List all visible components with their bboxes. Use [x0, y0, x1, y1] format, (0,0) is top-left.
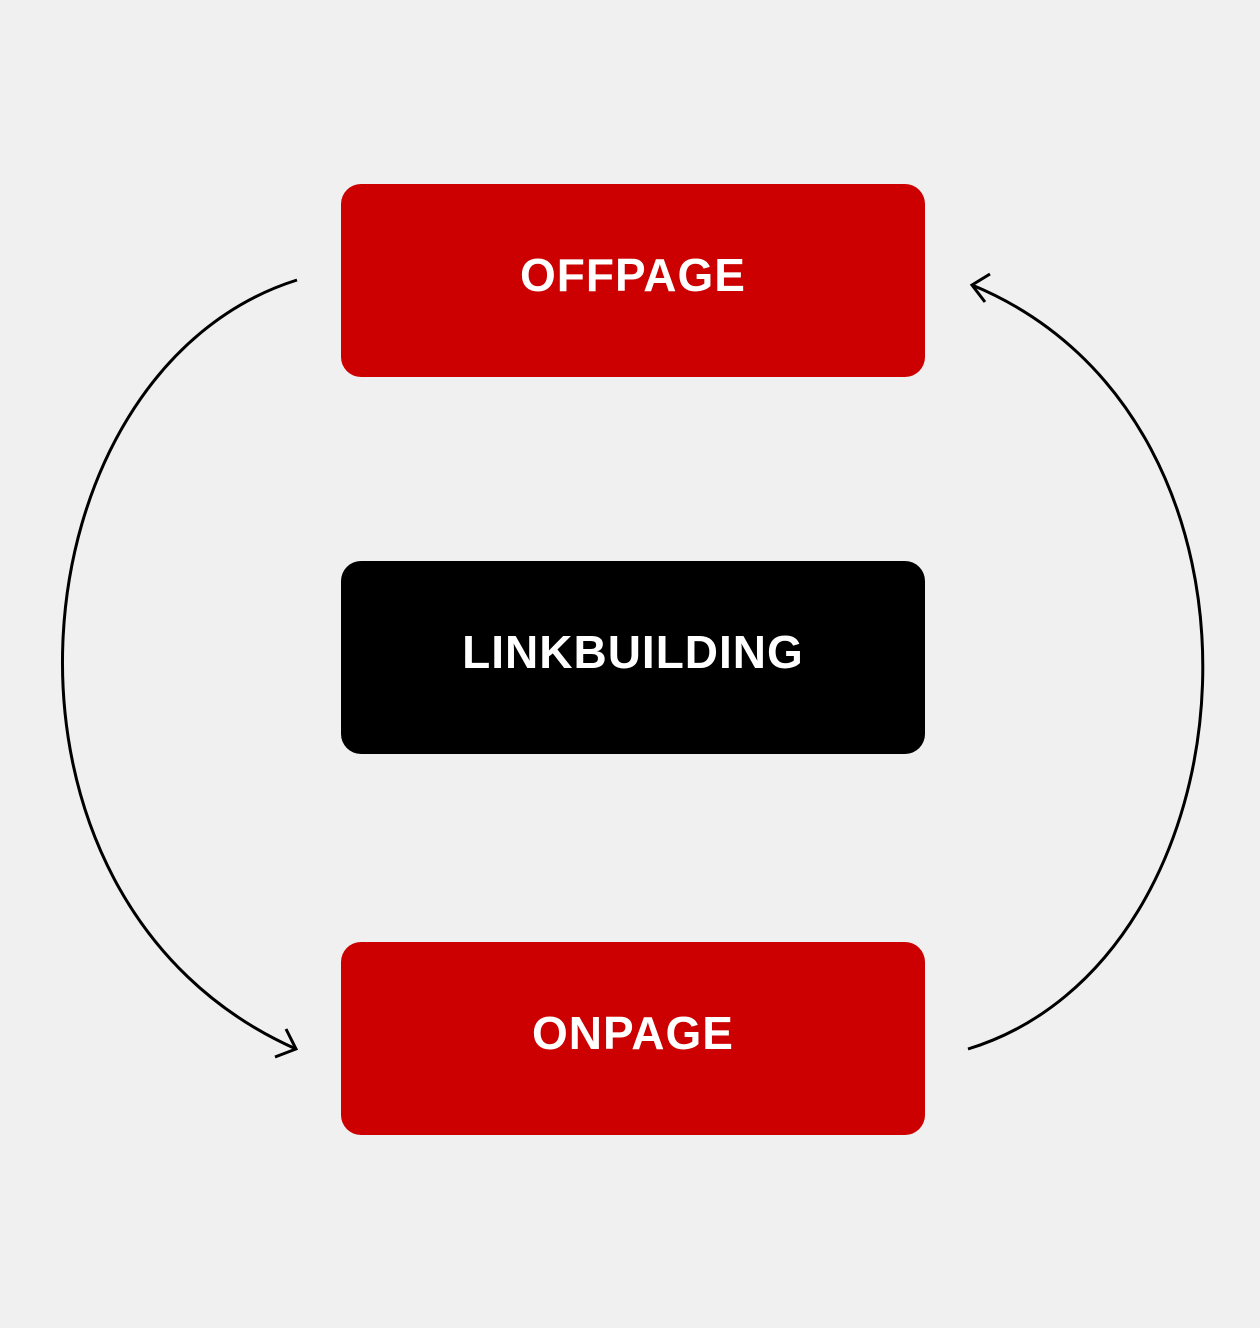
onpage-box: ONPAGE: [341, 942, 925, 1135]
linkbuilding-label: LINKBUILDING: [462, 625, 804, 678]
left-cycle-arrow: [61, 278, 298, 1051]
right-cycle-arrow: [967, 283, 1205, 1051]
right-arrowhead-icon: [969, 272, 991, 303]
offpage-label: OFFPAGE: [520, 248, 746, 301]
offpage-box: OFFPAGE: [341, 184, 925, 377]
onpage-label: ONPAGE: [532, 1006, 734, 1059]
linkbuilding-box: LINKBUILDING: [341, 561, 925, 754]
left-arrowhead-icon: [274, 1028, 299, 1059]
